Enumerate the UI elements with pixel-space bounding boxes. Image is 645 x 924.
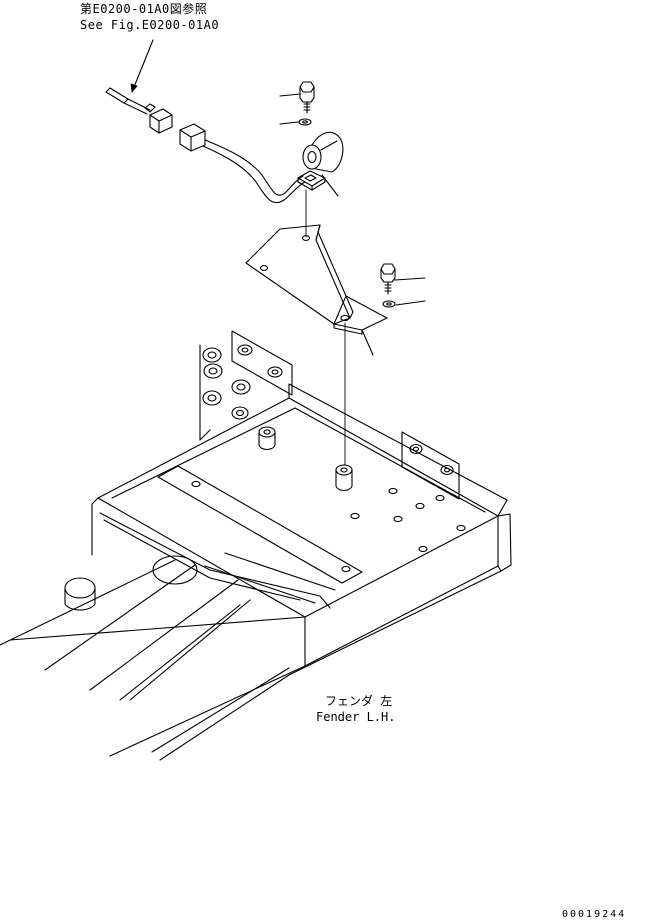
lower-washer bbox=[383, 301, 425, 307]
part-caption-english: Fender L.H. bbox=[316, 710, 396, 724]
upper-bolt bbox=[280, 82, 314, 113]
reference-note-english: See Fig.E0200-01A0 bbox=[80, 18, 220, 32]
rear-mounting-plate bbox=[232, 331, 292, 395]
harness-clip bbox=[145, 104, 155, 112]
part-caption-japanese: フェンダ 左 bbox=[325, 694, 393, 708]
sensor bbox=[298, 132, 343, 196]
mounting-bracket bbox=[246, 225, 387, 355]
side-mounting-plate bbox=[402, 432, 459, 499]
wire-harness bbox=[106, 88, 305, 203]
mounting-nuts-cluster bbox=[200, 345, 250, 440]
fender-frame bbox=[0, 384, 511, 760]
reference-note-japanese: 第E0200-01A0図参照 bbox=[80, 2, 208, 16]
document-number: 00019244 bbox=[562, 909, 627, 920]
upper-washer bbox=[280, 119, 311, 125]
reference-leader bbox=[131, 40, 153, 92]
harness-plug-end bbox=[106, 88, 128, 103]
lower-bolt bbox=[381, 264, 425, 294]
